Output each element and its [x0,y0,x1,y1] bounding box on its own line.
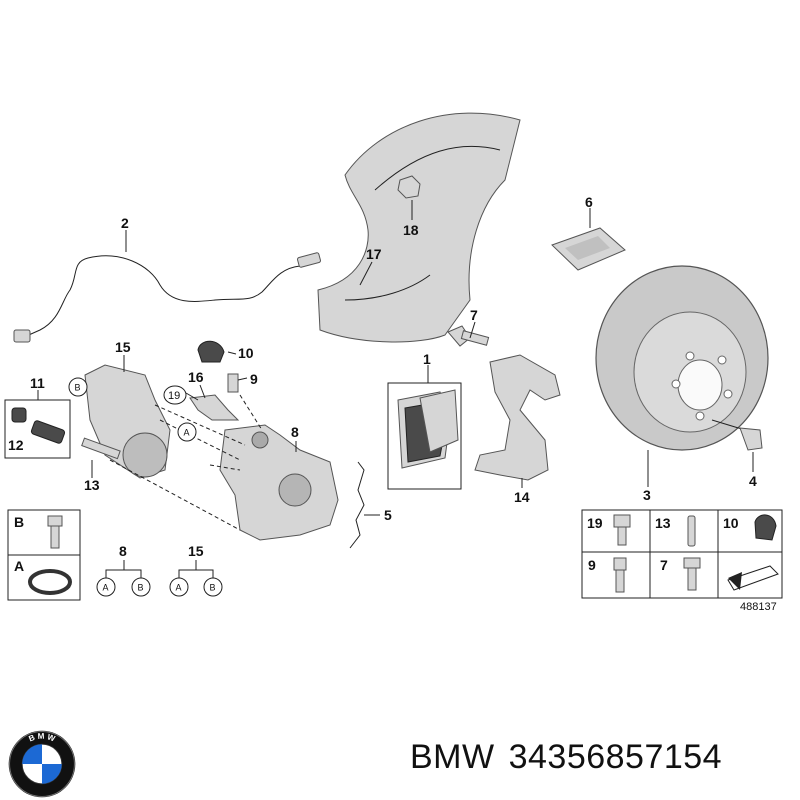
reference-table: 19 13 10 9 7 [581,509,783,599]
callout-18: 18 [403,222,419,238]
ref-a-letter: A [184,428,190,438]
parking-brake-motor [84,364,171,479]
callout-10: 10 [238,345,254,361]
dust-cap [197,340,225,363]
caliper-carrier [474,354,561,481]
logo-lettering: B M W [27,732,56,744]
bleeder-valve [227,373,239,393]
disc-screw [711,419,763,451]
callout-15: 15 [115,339,131,355]
legend-group-15: 15 A B [169,543,223,597]
callout-4: 4 [749,473,757,489]
sensor-bracket [189,394,240,421]
callout-11: 11 [30,375,45,391]
ref-cell-13: 13 [655,515,671,531]
brake-pads-group [387,382,462,490]
ref-pin-13 [687,515,696,547]
legend-group-8-number: 8 [119,543,127,559]
diagram-code: 488137 [740,601,777,613]
brake-dust-shield [317,112,521,343]
ref-bolt-19 [613,514,631,546]
legend-table-ab: B A [7,509,81,601]
ref-cell-9: 9 [588,557,596,573]
legend-group-8: 8 A B [96,543,151,597]
callout-8: 8 [291,424,299,440]
spring-clip [349,461,365,549]
legend-b-label: B [14,514,24,530]
ref-b-letter: B [75,383,81,393]
ref-cap-10 [754,514,777,541]
shield-bolt [397,175,421,199]
callout-19-marker: 19 [163,385,187,405]
callout-6: 6 [585,194,593,210]
callout-5: 5 [384,507,392,523]
callout-19: 19 [168,390,180,402]
callout-13: 13 [84,477,100,493]
legend-a-label: A [14,558,24,574]
ref-valve-9 [613,557,627,593]
legend-group-15-number: 15 [188,543,204,559]
callout-2: 2 [121,215,129,231]
callout-12: 12 [8,437,24,453]
ref-cell-7: 7 [660,557,668,573]
brake-disc [595,265,769,451]
wear-sensor-wire [13,252,321,343]
ref-a-marker: A [177,422,197,442]
ref-b-marker: B [68,377,88,397]
callout-leads [37,200,754,516]
ref-arrow-icon [727,565,779,591]
assembly-lines [109,394,263,531]
ref-cell-10: 10 [723,515,739,531]
callout-17: 17 [366,246,382,262]
bmw-logo-icon: B M W [8,730,76,798]
legend-group-15-b: B [210,583,216,593]
brand-name: BMW [410,738,495,776]
callout-3: 3 [643,487,651,503]
callout-1: 1 [423,351,431,367]
carrier-bolt [447,325,490,347]
callout-16: 16 [188,369,204,385]
ref-bolt-7 [683,557,701,591]
guide-sleeve-kit [4,399,71,459]
brake-caliper [219,424,339,541]
part-number: 34356857154 [508,738,723,776]
guide-pin [81,437,121,460]
legend-group-15-a: A [176,583,182,593]
product-caption: BMW 34356857154 [410,738,722,777]
ref-cell-19: 19 [587,515,603,531]
callout-9: 9 [250,371,258,387]
callout-14: 14 [514,489,530,505]
legend-group-8-b: B [138,583,144,593]
legend-a-oring [28,569,72,595]
legend-group-8-a: A [103,583,109,593]
grease-packet [551,227,626,271]
callout-7: 7 [470,307,478,323]
legend-b-bolt [47,515,63,549]
